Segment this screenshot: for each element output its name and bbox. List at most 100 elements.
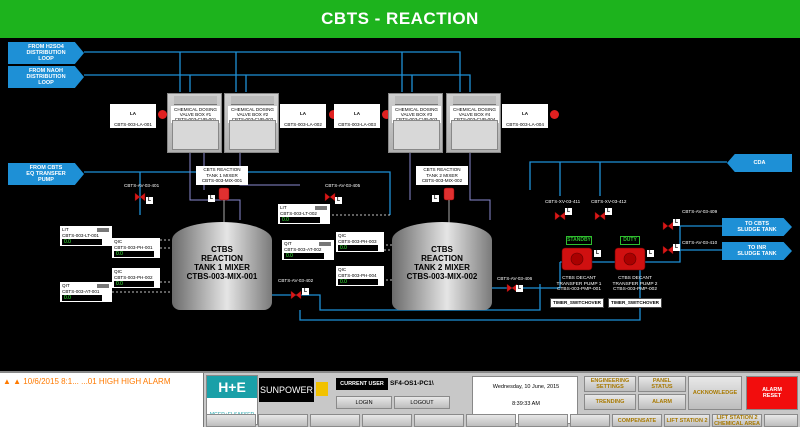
instrument-lit-001-id: CBTS-003-LT-001: [62, 232, 99, 238]
nav-button-9[interactable]: [764, 414, 798, 427]
panel-status-button[interactable]: PANEL STATUS: [638, 376, 686, 392]
nav-button-3[interactable]: [310, 414, 360, 427]
valve-xv412-mode: L: [605, 208, 612, 215]
valve-av405-mode: L: [335, 197, 342, 204]
valve-av402-mode: L: [302, 288, 309, 295]
instrument-qit-002-value: 0.0: [284, 253, 324, 259]
valve-av405-label: CBTS-AV-03-405: [325, 183, 361, 188]
level-alarm-2[interactable]: LA CBTS-003-LA-002: [280, 104, 326, 128]
instrument-qic-001-id: CBTS-003-PH-001: [114, 244, 153, 250]
instrument-qic-003-type: QIC: [338, 233, 347, 238]
mixer-2-label[interactable]: CBTS REACTION TANK 2 MIXER CBTS-003-MIX-…: [416, 166, 468, 185]
instrument-qic-001[interactable]: QIC CBTS-003-PH-001 0.0: [112, 238, 160, 258]
mixer-1-mode: L: [208, 195, 215, 202]
lift-station-2-button[interactable]: LIFT STATION 2: [664, 414, 710, 427]
alarm-text: 10/6/2015 8:1... ...01 HIGH HIGH ALARM: [23, 377, 171, 386]
instrument-lit-002-type: LIT: [280, 205, 287, 210]
time-text: 8:39:33 AM: [512, 401, 540, 407]
nav-button-2[interactable]: [258, 414, 308, 427]
valve-av409-mode: L: [673, 219, 680, 226]
login-button[interactable]: LOGIN: [336, 396, 392, 409]
nav-button-6[interactable]: [466, 414, 516, 427]
nav-button-7[interactable]: [518, 414, 568, 427]
instrument-lit-001-type: LIT: [62, 227, 69, 232]
reaction-tank-1-label: CTBS REACTION TANK 1 MIXER CTBS-003-MIX-…: [186, 245, 258, 281]
piping-diagram: [84, 51, 727, 321]
from-naoh-tag[interactable]: FROM NAOH DISTRIBUTION LOOP: [8, 66, 84, 88]
acknowledge-button[interactable]: ACKNOWLEDGE: [688, 376, 742, 410]
level-alarm-3[interactable]: LA CBTS-003-LA-003: [334, 104, 380, 128]
instrument-qit-001-value: 0.0: [62, 295, 102, 301]
to-inr-sludge-tag[interactable]: TO INR SLUDGE TANK: [722, 242, 792, 260]
valve-box-4-label: CHEMICAL DOSING VALVE BOX #4 CBTS-003-CV…: [450, 106, 499, 123]
instrument-lit-002-id: CBTS-003-LT-002: [280, 210, 317, 216]
level-alarm-3-tag: LA: [353, 110, 361, 116]
nav-button-4[interactable]: [362, 414, 412, 427]
instrument-qic-004[interactable]: QIC CBTS-003-PH-004 0.0: [336, 266, 384, 286]
user-icon: [316, 382, 328, 396]
instrument-lit-001-bar: [97, 228, 109, 232]
instrument-qic-002-value: 0.0: [114, 281, 154, 287]
pump-1-status: STANDBY: [566, 236, 592, 245]
trending-button[interactable]: TRENDING: [584, 394, 636, 410]
valve-av409-label: CBTS-AV-03-409: [682, 209, 718, 214]
level-alarm-1-id: CBTS-003-LA-001: [114, 121, 152, 127]
valve-xv411-mode: L: [565, 208, 572, 215]
level-alarm-1-indicator: [158, 110, 167, 119]
pump-2-label[interactable]: CTBS DECANT TRANSFER PUMP 2 CTBS-003-PMP…: [612, 276, 658, 292]
current-user-value: SF4-OS1-PC1\: [390, 380, 434, 387]
nav-button-8[interactable]: [570, 414, 610, 427]
valve-av406-mode: L: [516, 285, 523, 292]
level-alarm-2-tag: LA: [299, 110, 307, 116]
instrument-lit-001[interactable]: LIT CBTS-003-LT-001 0.0: [60, 226, 112, 246]
reaction-tank-2[interactable]: [392, 222, 492, 310]
compensate-button[interactable]: COMPENSATE: [612, 414, 662, 427]
valve-box-2[interactable]: CHEMICAL DOSING VALVE BOX #2 CBTS-003-CV…: [224, 93, 279, 153]
instrument-qit-002-type: QIT: [284, 241, 292, 246]
title-bar: CBTS - REACTION: [0, 0, 800, 38]
instrument-qit-001[interactable]: QIT CBTS-003-AT-001 0.0: [60, 282, 112, 302]
valve-box-3-cap: [395, 96, 438, 105]
level-alarm-1-tag: LA: [129, 110, 137, 116]
level-alarm-4-id: CBTS-003-LA-004: [506, 121, 544, 127]
valve-box-3[interactable]: CHEMICAL DOSING VALVE BOX #3 CBTS-003-CV…: [388, 93, 443, 153]
pump-2-status: DUTY: [620, 236, 640, 245]
alarm-line[interactable]: ▲ ▲ 10/6/2015 8:1... ...01 HIGH HIGH ALA…: [3, 377, 170, 386]
pump-1-timer-button[interactable]: TIMER_SWITCHOVER: [550, 298, 604, 308]
valve-box-1-label: CHEMICAL DOSING VALVE BOX #1 CBTS-003-CV…: [171, 106, 220, 123]
valve-box-3-body: [393, 120, 440, 150]
cda-tag[interactable]: CDA: [727, 154, 792, 172]
valve-box-1[interactable]: CHEMICAL DOSING VALVE BOX #1 CBTS-003-CV…: [167, 93, 222, 153]
nav-button-5[interactable]: [414, 414, 464, 427]
instrument-qic-004-value: 0.0: [338, 279, 378, 285]
mixer-2-mode: L: [432, 195, 439, 202]
valve-box-4[interactable]: CHEMICAL DOSING VALVE BOX #4 CBTS-003-CV…: [446, 93, 501, 153]
to-cbts-sludge-tag[interactable]: TO CBTS SLUDGE TANK: [722, 218, 792, 236]
alarm-button[interactable]: ALARM: [638, 394, 686, 410]
valve-box-3-label: CHEMICAL DOSING VALVE BOX #3 CBTS-003-CV…: [392, 106, 441, 123]
valve-xv411-label: CBTS-XV-03-411: [545, 199, 581, 204]
instrument-lit-002[interactable]: LIT CBTS-003-LT-002 0.0: [278, 204, 330, 224]
logout-button[interactable]: LOGOUT: [394, 396, 450, 409]
valve-box-1-cap: [174, 96, 217, 105]
instrument-qic-003[interactable]: QIC CBTS-003-PH-003 0.0: [336, 232, 384, 252]
lift-station-2-chemical-button[interactable]: LIFT STATION 2 CHEMICAL AREA: [712, 414, 762, 427]
level-alarm-1[interactable]: LA CBTS-003-LA-001: [110, 104, 156, 128]
nav-button-1[interactable]: [206, 414, 256, 427]
alarm-panel[interactable]: ▲ ▲ 10/6/2015 8:1... ...01 HIGH HIGH ALA…: [0, 373, 204, 427]
he-logo-mark: H+E: [207, 376, 257, 398]
level-alarm-4[interactable]: LA CBTS-003-LA-004: [502, 104, 548, 128]
instrument-qit-002[interactable]: QIT CBTS-003-AT-002 0.0: [282, 240, 334, 260]
pump-1-label[interactable]: CTBS DECANT TRANSFER PUMP 1 CTBS-003-PMP…: [556, 276, 602, 292]
pump-2-timer-button[interactable]: TIMER_SWITCHOVER: [608, 298, 662, 308]
engineering-settings-button[interactable]: ENGINEERING SETTINGS: [584, 376, 636, 392]
instrument-qit-001-type: QIT: [62, 283, 70, 288]
reaction-tank-1[interactable]: [172, 222, 272, 310]
alarm-reset-button[interactable]: ALARM RESET: [746, 376, 798, 410]
pump-2-mode: L: [647, 250, 654, 257]
instrument-qic-002[interactable]: QIC CBTS-003-PH-002 0.0: [112, 268, 160, 288]
level-alarm-3-indicator: [382, 110, 391, 119]
from-h2so4-tag[interactable]: FROM H2SO4 DISTRIBUTION LOOP: [8, 42, 84, 64]
mixer-1-label[interactable]: CBTS REACTION TANK 1 MIXER CBTS-003-MIX-…: [196, 166, 248, 185]
from-cbts-eq-tag[interactable]: FROM CBTS EQ TRANSFER PUMP: [8, 163, 84, 185]
